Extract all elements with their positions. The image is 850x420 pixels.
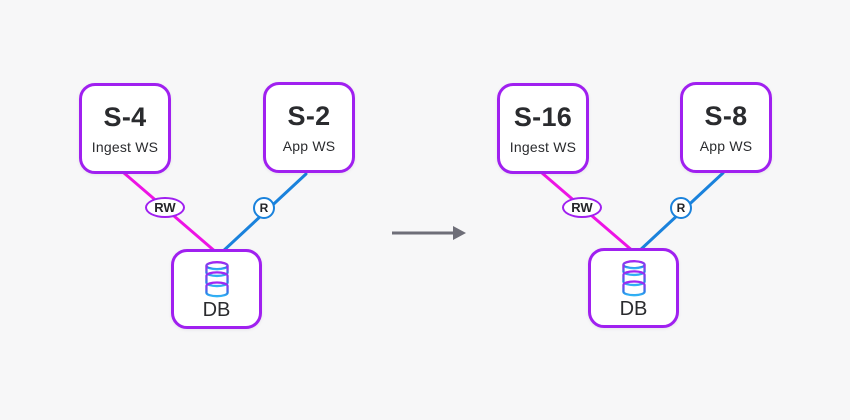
node-title: DB	[202, 299, 231, 321]
node-db-after: DB	[588, 248, 679, 328]
node-subtitle: Ingest WS	[91, 138, 159, 155]
edge-label-r-after: R	[670, 197, 692, 219]
node-title: S-16	[513, 101, 573, 132]
node-db-before: DB	[171, 249, 262, 329]
node-subtitle: Ingest WS	[509, 138, 577, 155]
database-icon	[204, 261, 229, 298]
node-title: S-2	[287, 100, 331, 131]
node-app-ws-before: S-2 App WS	[263, 82, 355, 173]
node-title: S-8	[704, 100, 748, 131]
node-ingest-ws-before: S-4 Ingest WS	[79, 83, 171, 174]
node-title: DB	[619, 298, 648, 320]
node-subtitle: App WS	[282, 137, 336, 154]
node-subtitle: App WS	[699, 137, 753, 154]
node-app-ws-after: S-8 App WS	[680, 82, 772, 173]
database-icon	[621, 260, 646, 297]
transition-arrow	[392, 226, 466, 240]
edge-label-rw-before: RW	[145, 197, 185, 218]
node-ingest-ws-after: S-16 Ingest WS	[497, 83, 589, 174]
node-title: S-4	[103, 101, 147, 132]
edge-label-r-before: R	[253, 197, 275, 219]
edge-label-rw-after: RW	[562, 197, 602, 218]
